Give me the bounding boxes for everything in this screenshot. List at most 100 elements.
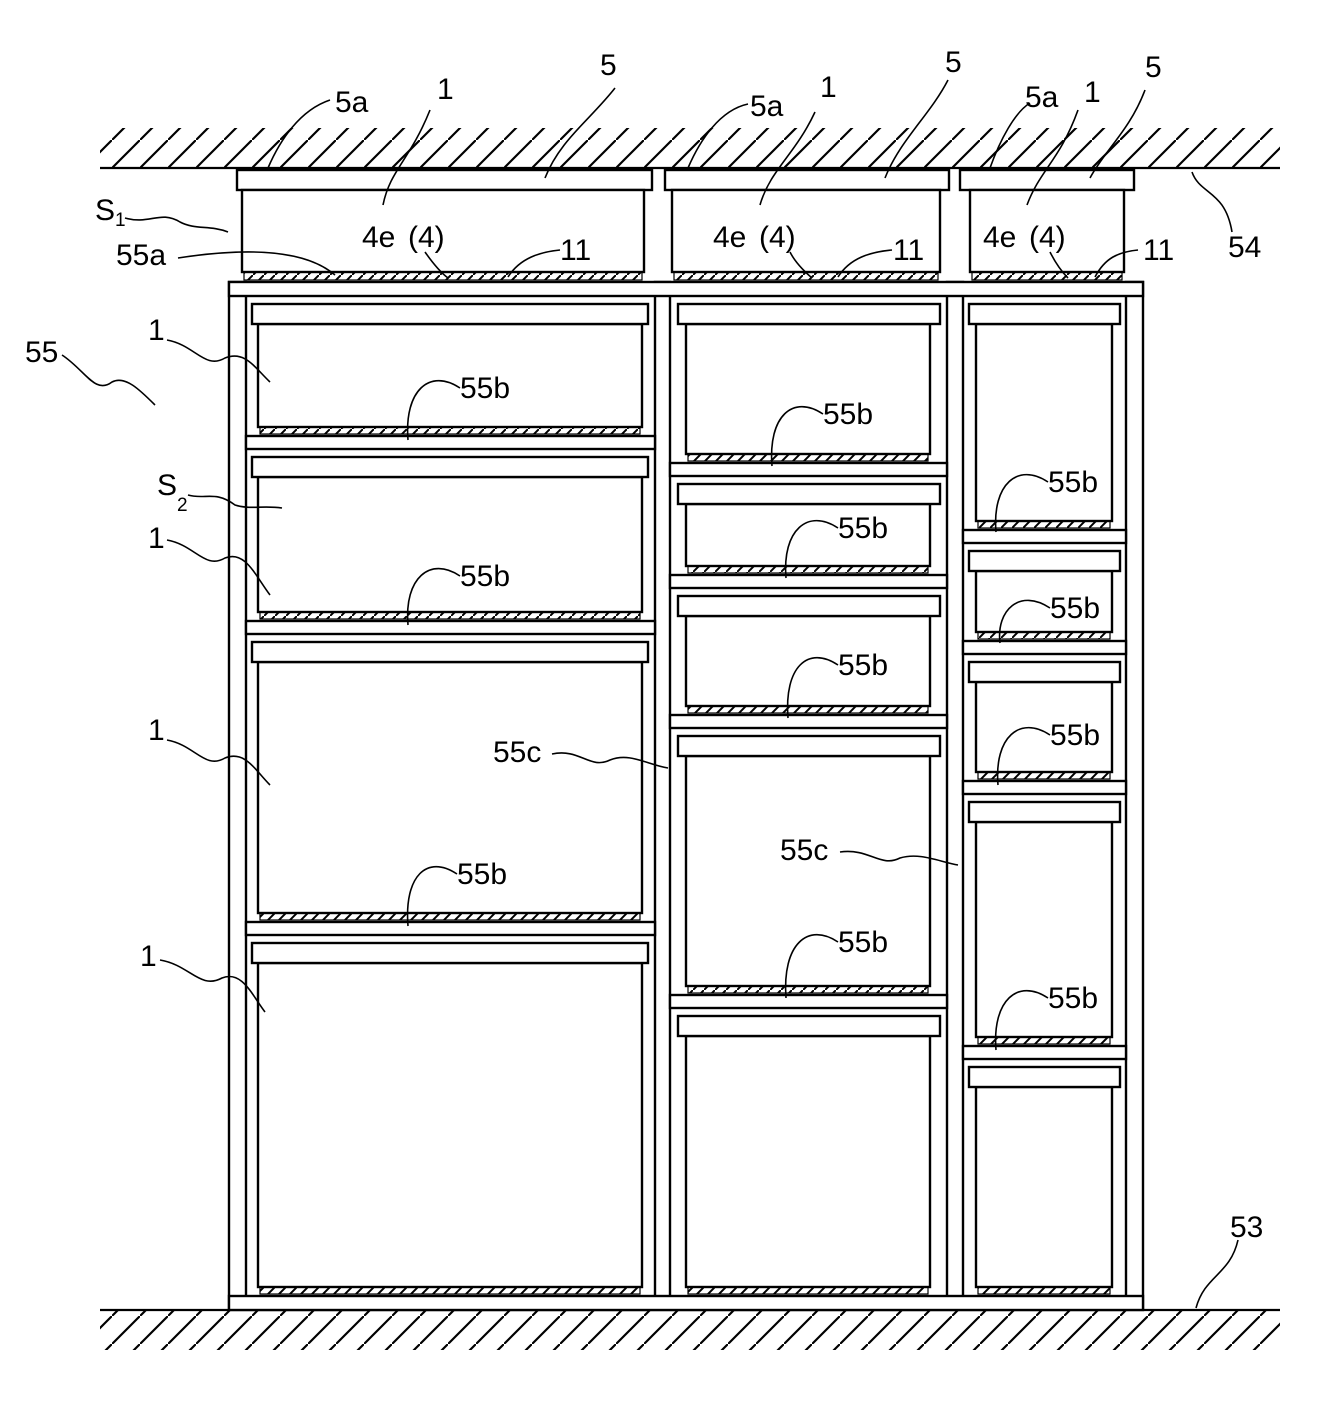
container-body [256, 322, 644, 429]
container-pad [977, 1036, 1111, 1045]
leader-55b-5 [786, 656, 839, 719]
label-11-middle: 11 [893, 234, 924, 267]
label-s1-subscript: 1 [115, 210, 126, 231]
leader-55b-8 [998, 599, 1051, 644]
label-11-left: 11 [560, 234, 591, 267]
label-55b-2: 55b [457, 858, 507, 891]
label-4-right: (4) [1029, 221, 1066, 254]
top-containers [235, 168, 1136, 281]
label-55b-1: 55b [460, 560, 510, 593]
stored-containers [250, 302, 1122, 1295]
shelf-0-0 [244, 434, 657, 451]
label-5a-left: 5a [335, 86, 369, 119]
shelf-2-1 [961, 639, 1128, 656]
leader-55b-7 [994, 473, 1049, 533]
label-1-top-right: 1 [1084, 76, 1101, 109]
container-pad [687, 453, 929, 462]
shelf-1-0 [668, 461, 949, 478]
leader-55b-4 [784, 519, 839, 579]
top-container-pad-2 [971, 271, 1123, 281]
label-s2-letter: S [157, 469, 177, 502]
top-container-body-2 [968, 188, 1126, 274]
shelf-2-0 [961, 528, 1128, 545]
label-53: 53 [1230, 1211, 1263, 1244]
container-lid [250, 941, 650, 965]
container-lid [967, 549, 1122, 573]
container-pad [687, 1286, 929, 1295]
container-lid [676, 594, 942, 618]
label-55: 55 [25, 336, 58, 369]
leader-55b-1 [406, 567, 461, 626]
top-container-pad-0 [243, 271, 643, 281]
label-s2: S2 [157, 469, 188, 516]
frame-post-3 [1124, 280, 1145, 1310]
label-55b-6: 55b [838, 926, 888, 959]
shelf-1-2 [668, 713, 949, 730]
label-55b-7: 55b [1048, 466, 1098, 499]
shelf-0-2 [244, 920, 657, 937]
floor [100, 1308, 1280, 1350]
top-container-lid-0 [235, 168, 654, 192]
label-55a: 55a [116, 239, 166, 272]
container-pad [259, 426, 641, 435]
frame-post-0 [227, 280, 248, 1310]
top-container-lid-1 [663, 168, 951, 192]
label-55b-3: 55b [823, 398, 873, 431]
shelf-0-1 [244, 619, 657, 636]
container-pad [259, 611, 641, 620]
frame-bottom-rail [227, 1294, 1145, 1312]
container-lid [250, 302, 650, 326]
container-pad [259, 1286, 641, 1295]
container-body [974, 1085, 1114, 1289]
label-55b-10: 55b [1048, 982, 1098, 1015]
container-pad [977, 771, 1111, 780]
shelf-2-2 [961, 779, 1128, 796]
container-body [974, 569, 1114, 634]
label-1-left-b: 1 [148, 522, 165, 555]
container-pad [977, 631, 1111, 640]
leader-55b-3 [770, 405, 824, 467]
shelf-2-3 [961, 1044, 1128, 1061]
top-container-body-0 [240, 188, 646, 274]
container-lid [250, 455, 650, 479]
reference-labels: 5 5 5 5a 5a 5a 1 1 1 4e (4) 4e (4) 4e (4… [25, 46, 1263, 1244]
container-lid [967, 660, 1122, 684]
container-body [256, 660, 644, 915]
container-body [256, 475, 644, 614]
container-lid [967, 302, 1122, 326]
shelf-1-1 [668, 573, 949, 590]
label-5-middle: 5 [945, 46, 962, 79]
container-body [974, 820, 1114, 1039]
container-body [684, 614, 932, 708]
leader-55b-0 [406, 379, 461, 441]
label-55c-left: 55c [493, 736, 541, 769]
container-pad [687, 705, 929, 714]
top-container-body-1 [670, 188, 942, 274]
leader-55b-2 [406, 865, 458, 927]
label-s2-subscript: 2 [177, 495, 188, 516]
label-55c-middle: 55c [780, 834, 828, 867]
label-1-left-a: 1 [148, 314, 165, 347]
label-55b-9: 55b [1050, 719, 1100, 752]
container-body [684, 502, 932, 568]
container-lid [676, 1014, 942, 1038]
container-pad [259, 912, 641, 921]
label-1-top-left: 1 [437, 73, 454, 106]
container-body [684, 322, 932, 456]
container-body [256, 961, 644, 1289]
shelf-1-3 [668, 993, 949, 1010]
ceiling [100, 128, 1280, 170]
label-s1-letter: S [95, 194, 115, 227]
label-s1: S1 [95, 194, 126, 231]
label-1-left-d: 1 [140, 940, 157, 973]
leader-55b-6 [784, 933, 839, 999]
label-5a-middle: 5a [750, 90, 784, 123]
label-1-top-middle: 1 [820, 71, 837, 104]
frame-post-1 [653, 280, 672, 1310]
rack-frame [227, 280, 1145, 1312]
container-pad [687, 985, 929, 994]
label-55b-0: 55b [460, 372, 510, 405]
label-5a-right: 5a [1025, 81, 1059, 114]
